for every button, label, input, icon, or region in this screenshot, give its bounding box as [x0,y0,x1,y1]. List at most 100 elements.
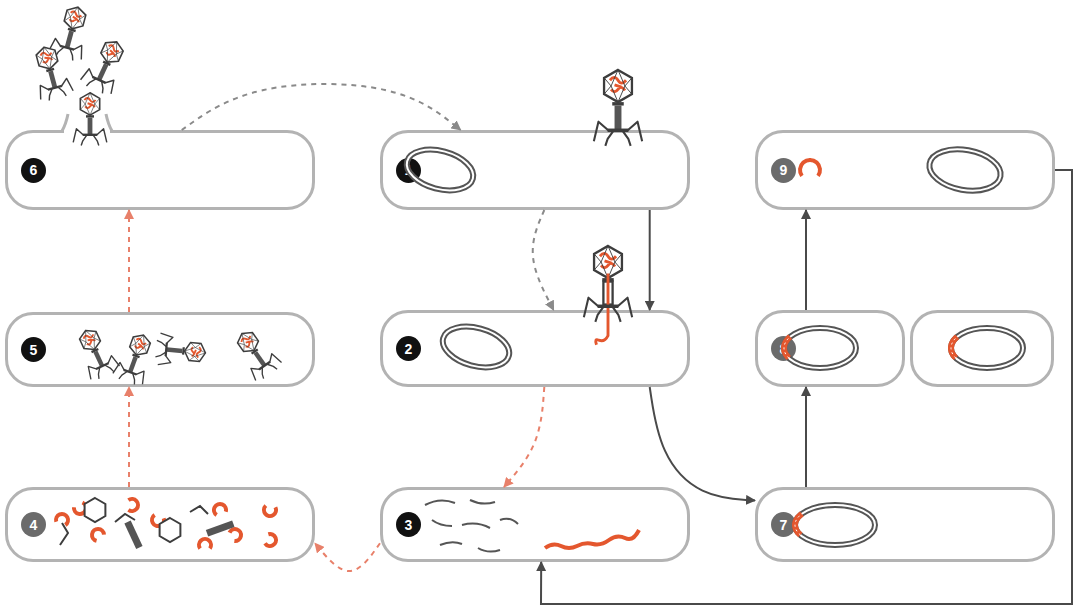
cell-box: 2 [380,310,690,387]
chromosome-outer [402,143,478,197]
degraded-host-dna [440,542,462,545]
bacteriophage [48,3,94,63]
dna-fragment [150,515,165,528]
chromosome-inner [438,320,514,374]
loose-fibers [60,506,208,545]
cell-box: 6 [5,130,315,210]
host-chromosome [438,320,514,374]
phage-collar [602,278,614,281]
tail-fibers [112,361,147,387]
callout-number: 2 [396,336,421,361]
tail-fibers [48,38,85,63]
base-plate [123,369,136,376]
dna-fragment [229,527,243,542]
phage-dna [610,77,626,91]
burst-flap [62,114,68,131]
burst-gap [64,126,110,134]
chromosome-inner [795,505,875,545]
cycle-arrow [128,387,130,487]
phage-collar [612,102,624,105]
phage-collar [103,60,111,66]
base-plate [96,362,109,370]
phage-tail [128,356,138,372]
phage-collar [182,347,185,355]
prophage-dna [784,337,790,358]
phage-head [594,246,622,278]
chromosome-outer [926,144,1004,196]
phage-tail [253,351,266,366]
cell-box: 9 [755,130,1055,210]
callout-number: 4 [21,512,46,537]
base-plate [83,134,97,136]
cell-box: 3 [380,487,690,562]
phage-tail [65,31,74,48]
host-chromosome [784,328,856,368]
bacteriophage [79,35,132,97]
empty-head [160,518,181,542]
head-facets [63,5,87,32]
phage-dna [40,51,53,64]
callout-number: 9 [771,158,796,183]
bacteriophage [28,43,74,103]
dna-fragment [265,533,278,548]
dna-fragment [263,505,276,516]
host-chromosome [402,143,478,197]
tail-fibers [155,333,173,366]
cell-box: 7 [755,487,1055,562]
phage-head [184,342,207,362]
base-plate [608,129,629,132]
phage-head [128,332,152,358]
phage-dna [105,44,119,58]
cell-box: 5 [5,312,315,387]
phage-collar [91,348,99,353]
chromosome-inner [402,143,478,197]
phage-head [235,328,262,356]
cycle-arrow [649,210,651,310]
head-facets [99,38,126,66]
base-plate [48,85,63,91]
tail-fibers [594,122,642,146]
degraded-host-dna [478,548,500,552]
head-facets [35,45,59,72]
head-facets [594,246,622,278]
chromosome-outer [784,328,856,368]
injected-dna [596,274,608,345]
base-plate [92,76,106,84]
prophage-dna [951,337,957,358]
phage-dna [134,338,147,350]
phage-tail [48,71,57,88]
dna-fragment [73,502,88,516]
burst-flap [106,114,112,131]
tail-fibers [86,354,121,382]
phage-dna [83,333,96,346]
host-chromosome [926,144,1004,196]
phage-collar [68,28,76,32]
phage-dna [240,334,254,348]
phage-collar [46,68,54,72]
chromosome-outer [438,320,514,374]
callout-number: 5 [21,337,46,362]
prophage-dna [795,514,802,535]
chromosome-inner [951,328,1023,368]
base-plate [258,361,270,371]
base-plate [165,343,168,357]
phage-dna [69,11,82,24]
cycle-arrow [805,387,807,487]
cycle-arrow [541,170,1072,604]
prophage-dna-core [784,337,790,358]
phage-head [80,93,99,115]
head-facets [77,327,102,354]
tail-fibers [584,298,632,322]
daughter-cell [912,312,1053,386]
cycle-arrow [805,210,807,310]
chromosome-inner [784,328,856,368]
cycle-arrow [128,210,130,312]
cell-box: 1 [380,130,690,210]
phage-head [98,38,125,66]
tail-fibers [79,67,117,96]
head-facets [604,70,632,102]
cycle-arrow [315,543,380,571]
base-plate [598,305,619,308]
phage-dna [84,98,95,108]
